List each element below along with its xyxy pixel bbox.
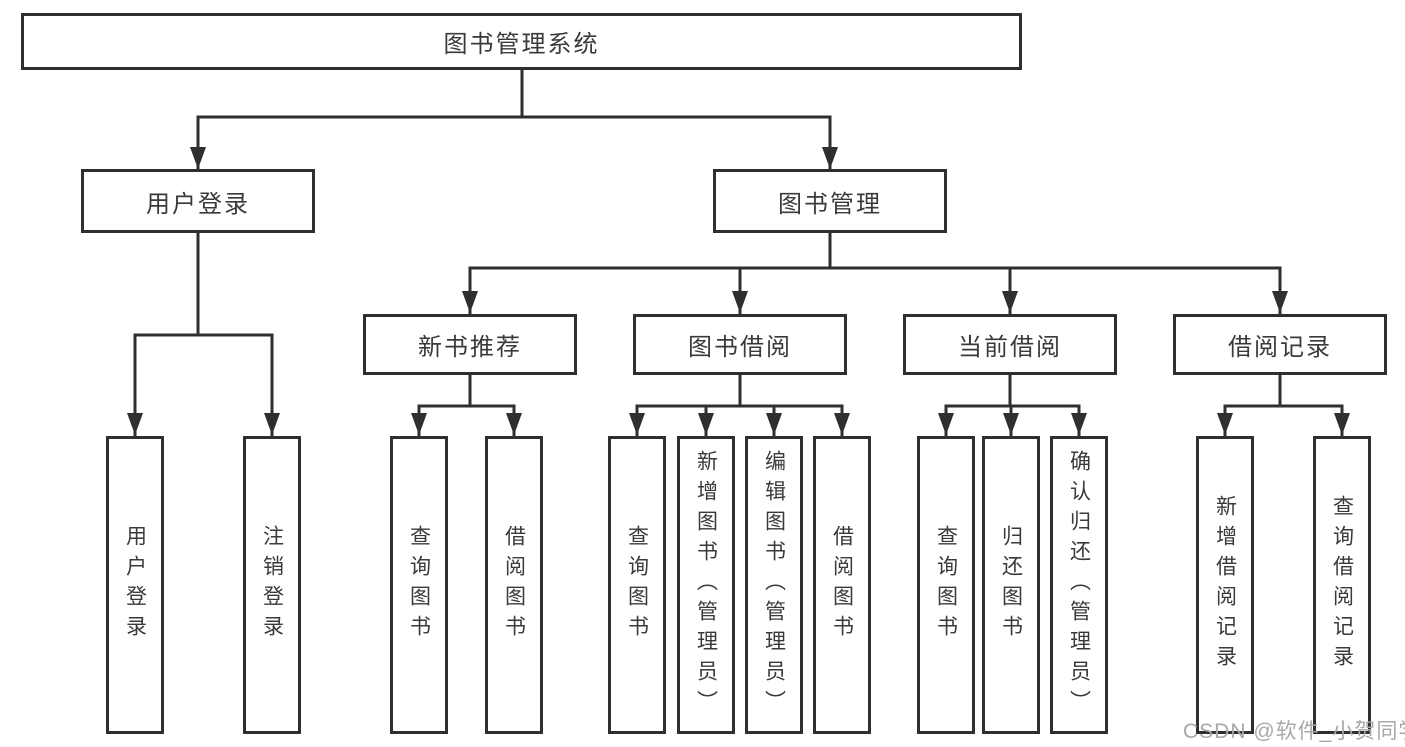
node-label: 新增借阅记录 [1213, 495, 1237, 675]
connector-new-books-children [411, 373, 522, 437]
leaf-add-borrow-record: 新增借阅记录 [1196, 436, 1254, 734]
leaf-confirm-return-admin: 确认归还（管理员） [1050, 436, 1108, 734]
node-label: 确认归还（管理员） [1067, 450, 1091, 720]
node-label: 借阅图书 [502, 525, 526, 645]
leaf-edit-books-admin: 编辑图书（管理员） [745, 436, 803, 734]
node-label: 注销登录 [260, 525, 284, 645]
connector-current-borrow-children [938, 373, 1087, 437]
node-book-management: 图书管理 [713, 169, 947, 233]
node-current-borrowing: 当前借阅 [903, 314, 1117, 375]
node-label: 借阅图书 [830, 525, 854, 645]
leaf-borrow-books-2: 借阅图书 [813, 436, 871, 734]
connector-user-login-children [127, 230, 280, 437]
node-label: 归还图书 [999, 525, 1023, 645]
connector-book-management-children [462, 230, 1288, 315]
node-label: 用户登录 [123, 525, 147, 645]
connector-book-borrow-children [629, 373, 850, 437]
node-borrowing-records: 借阅记录 [1173, 314, 1387, 375]
connector-borrow-records-children [1217, 373, 1350, 437]
node-label: 图书管理系统 [443, 31, 600, 58]
node-label: 查询图书 [625, 525, 649, 645]
leaf-return-books: 归还图书 [982, 436, 1040, 734]
node-label: 借阅记录 [1228, 334, 1332, 361]
leaf-query-books-1: 查询图书 [390, 436, 448, 734]
leaf-query-books-3: 查询图书 [917, 436, 975, 734]
node-new-book-recommendation: 新书推荐 [363, 314, 577, 375]
node-library-management-system: 图书管理系统 [21, 13, 1022, 70]
leaf-user-login: 用户登录 [106, 436, 164, 734]
node-label: 查询图书 [407, 525, 431, 645]
node-label: 查询借阅记录 [1330, 495, 1354, 675]
node-label: 图书管理 [778, 190, 882, 218]
csdn-watermark: CSDN @软件_小贺同学 [1183, 720, 1405, 743]
node-label: 新书推荐 [418, 334, 522, 361]
node-label: 当前借阅 [958, 334, 1062, 361]
node-label: 用户登录 [146, 190, 250, 218]
node-label: 新增图书（管理员） [694, 450, 718, 720]
node-label: 编辑图书（管理员） [762, 450, 786, 720]
leaf-query-borrow-record: 查询借阅记录 [1313, 436, 1371, 734]
leaf-logout: 注销登录 [243, 436, 301, 734]
node-label: 图书借阅 [688, 334, 792, 361]
node-label: 查询图书 [934, 525, 958, 645]
node-book-borrowing: 图书借阅 [633, 314, 847, 375]
leaf-add-books-admin: 新增图书（管理员） [677, 436, 735, 734]
leaf-query-books-2: 查询图书 [608, 436, 666, 734]
connector-root-to-level2 [190, 67, 838, 171]
leaf-borrow-books-1: 借阅图书 [485, 436, 543, 734]
node-user-login: 用户登录 [81, 169, 315, 233]
